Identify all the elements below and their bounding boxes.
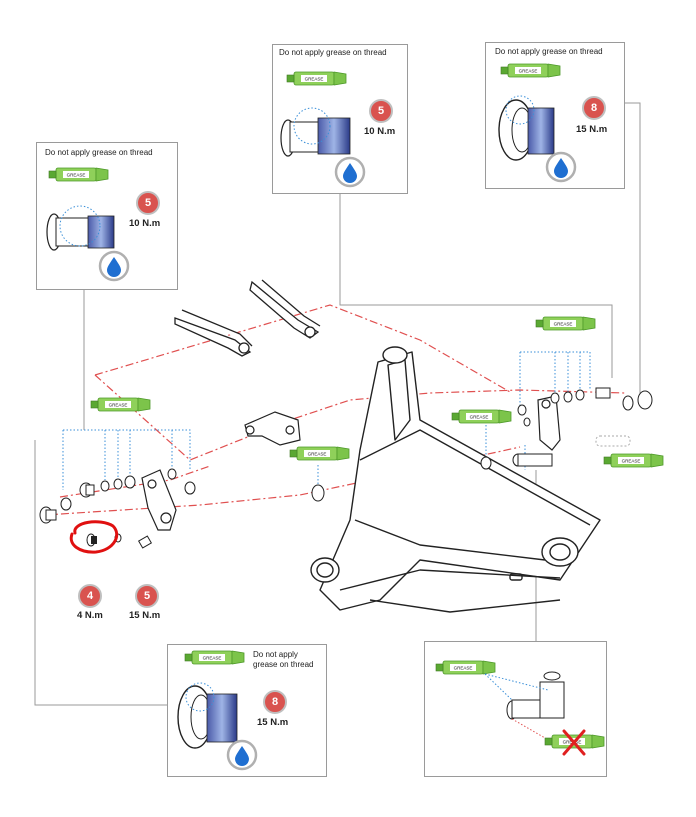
torque-value-top-left: 10 N.m	[129, 218, 161, 229]
svg-text:GREASE: GREASE	[109, 403, 128, 408]
torque-badge-bolt-4: 4	[78, 584, 102, 608]
forbidden-cross-icon	[562, 729, 586, 756]
torque-badge-bolt-5: 5	[135, 584, 159, 608]
grease-tube-diagram-5: GREASE	[603, 453, 664, 468]
highlight-circle	[69, 520, 119, 554]
blue-drop-icon-top-left	[98, 250, 130, 282]
torque-value-bolt-5: 15 N.m	[129, 610, 161, 621]
hardware-right	[512, 387, 653, 467]
torque-value-bolt-4: 4 N.m	[77, 610, 103, 621]
cup-bolt-bottom-center	[177, 682, 238, 749]
dropout-left	[141, 469, 177, 531]
rocker-link	[244, 411, 301, 446]
pivot-bolt-top-center	[280, 107, 351, 157]
grease-lines	[62, 351, 591, 490]
seat-stay-right	[249, 279, 321, 339]
grease-tube-diagram-4: GREASE	[535, 316, 596, 331]
torque-badge-bottom-center: 8	[263, 690, 287, 714]
callout-note-top-left: Do not apply grease on thread	[45, 148, 153, 157]
torque-badge-top-right: 8	[582, 96, 606, 120]
callout-note-bottom-center-line1: Do not apply	[253, 650, 298, 659]
callout-note-top-right: Do not apply grease on thread	[495, 47, 603, 56]
svg-text:GREASE: GREASE	[519, 69, 538, 74]
hardware-left	[39, 456, 492, 549]
torque-badge-top-left: 5	[136, 191, 160, 215]
grease-tube-diagram-1: GREASE	[90, 397, 151, 412]
blue-drop-icon-top-center	[334, 156, 366, 188]
torque-badge-top-center: 5	[369, 99, 393, 123]
seat-stay-left	[174, 309, 253, 357]
grease-tube-top-left: GREASE	[48, 167, 109, 182]
svg-text:GREASE: GREASE	[203, 656, 222, 661]
highlighted-bolt	[86, 533, 97, 547]
svg-text:GREASE: GREASE	[622, 459, 641, 464]
grease-tube-bottom-center: GREASE	[184, 650, 245, 665]
grease-tube-top-right: GREASE	[500, 63, 561, 78]
grease-tube-diagram-3: GREASE	[451, 409, 512, 424]
svg-text:GREASE: GREASE	[67, 173, 86, 178]
bike-frame	[310, 346, 601, 613]
dropout-right	[537, 395, 561, 451]
grease-tube-bottom-right-top: GREASE	[435, 660, 496, 675]
torque-value-top-center: 10 N.m	[364, 126, 396, 137]
blue-drop-icon-top-right	[545, 151, 577, 183]
svg-text:GREASE: GREASE	[308, 452, 327, 457]
grease-tube-diagram-2: GREASE	[289, 446, 350, 461]
svg-text:GREASE: GREASE	[470, 415, 489, 420]
svg-text:GREASE: GREASE	[305, 77, 324, 82]
grease-tube-top-center: GREASE	[286, 71, 347, 86]
axle-part-bottom-right	[506, 671, 565, 720]
svg-text:GREASE: GREASE	[554, 322, 573, 327]
callout-note-top-center: Do not apply grease on thread	[279, 48, 387, 57]
torque-value-bottom-center: 15 N.m	[257, 717, 289, 728]
blue-drop-icon-bottom-center	[226, 739, 258, 771]
callout-note-bottom-center-line2: grease on thread	[253, 660, 314, 669]
torque-value-top-right: 15 N.m	[576, 124, 608, 135]
svg-text:GREASE: GREASE	[454, 666, 473, 671]
cup-bolt-top-right	[498, 95, 555, 161]
pivot-bolt-top-left	[46, 205, 115, 251]
